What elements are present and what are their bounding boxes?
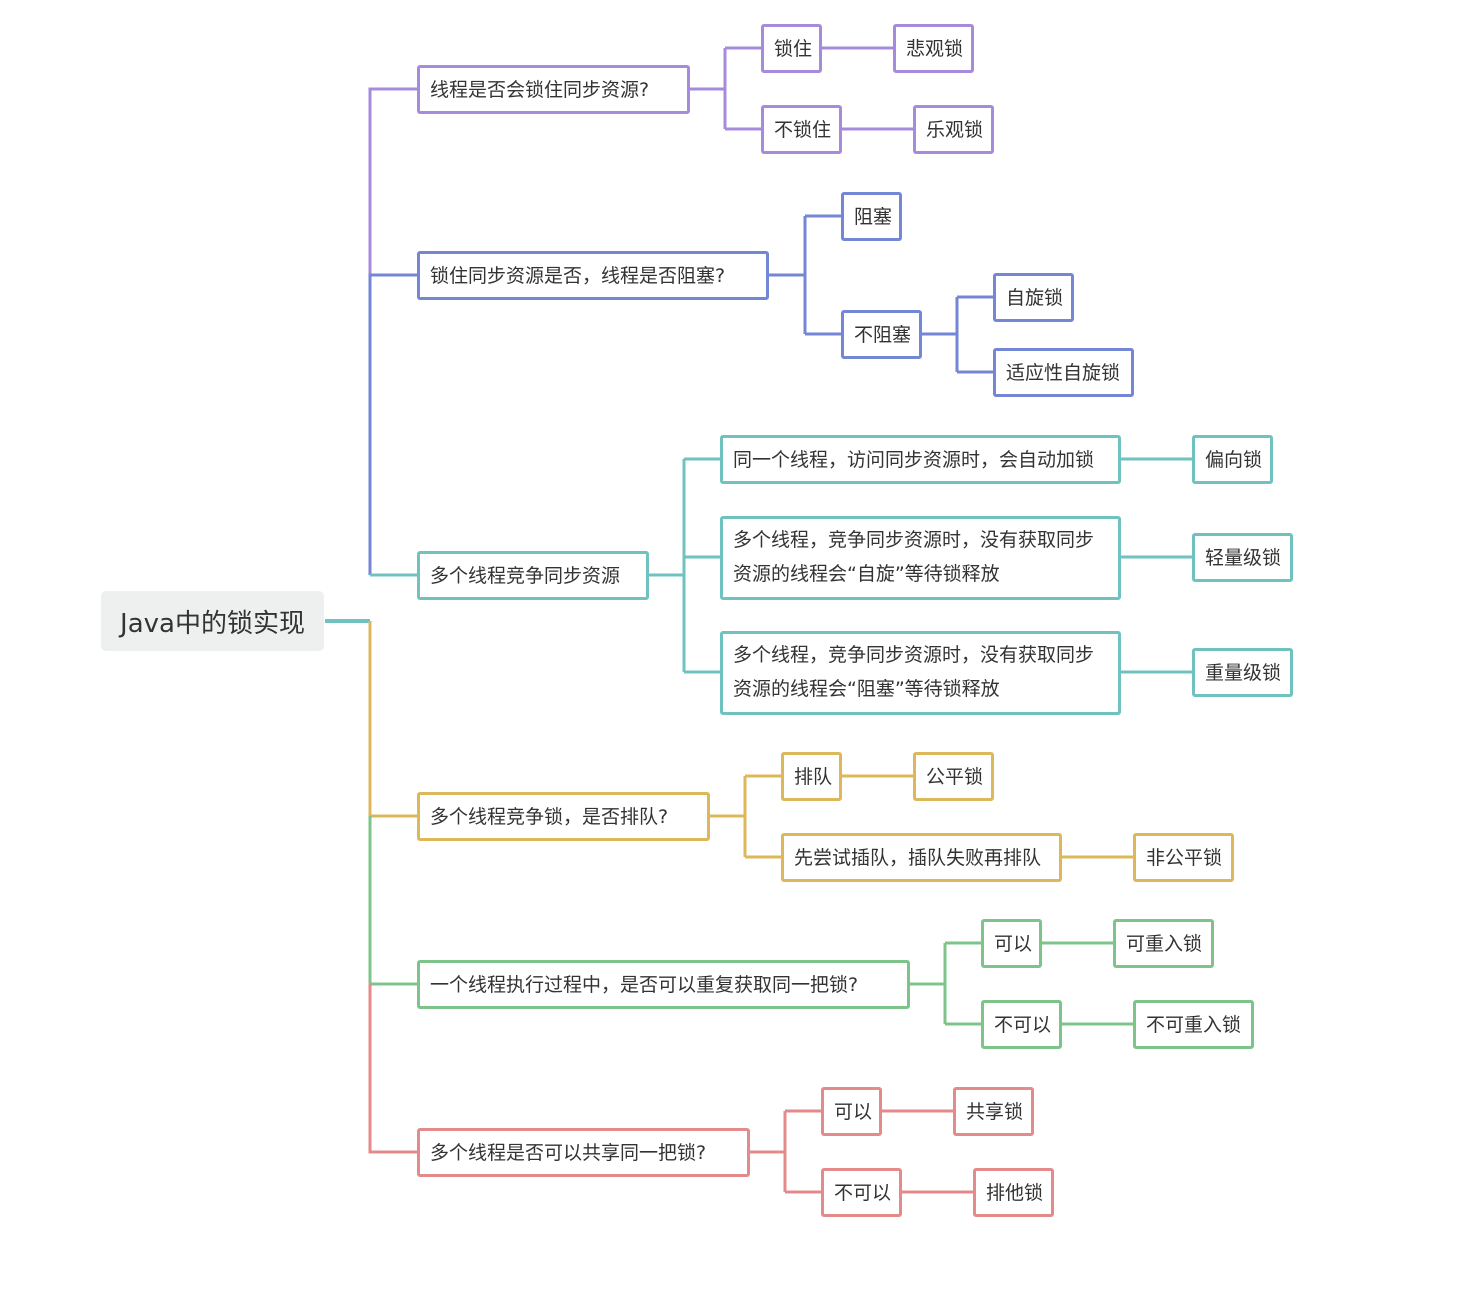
connector-spine-green [368, 816, 417, 986]
root-node[interactable]: Java中的锁实现 [101, 591, 324, 651]
child-node-not-blocked[interactable]: 不阻塞 [841, 310, 922, 359]
child-node-same-thread[interactable]: 同一个线程，访问同步资源时，会自动加锁 [720, 435, 1121, 484]
child-node-lock[interactable]: 锁住 [761, 24, 822, 73]
leaf-node-non-reentrant-lock[interactable]: 不可重入锁 [1133, 1000, 1254, 1049]
child-node-can-share[interactable]: 可以 [821, 1087, 882, 1136]
leaf-node-heavyweight-lock[interactable]: 重量级锁 [1192, 648, 1293, 697]
child-node-spin-wait[interactable]: 多个线程，竞争同步资源时，没有获取同步资源的线程会“自旋”等待锁释放 [720, 516, 1121, 600]
branch-node-contention[interactable]: 多个线程竞争同步资源 [417, 551, 649, 600]
branch-node-lock-resource[interactable]: 线程是否会锁住同步资源? [417, 65, 690, 114]
leaf-node-biased-lock[interactable]: 偏向锁 [1192, 435, 1273, 484]
branch-node-queueing[interactable]: 多个线程竞争锁，是否排队? [417, 792, 710, 841]
leaf-node-exclusive-lock[interactable]: 排他锁 [973, 1168, 1054, 1217]
connector-spine-gold [368, 621, 417, 818]
leaf-node-unfair-lock[interactable]: 非公平锁 [1133, 833, 1234, 882]
leaf-node-pessimistic-lock[interactable]: 悲观锁 [893, 24, 974, 73]
child-node-try-cut-in[interactable]: 先尝试插队，插队失败再排队 [781, 833, 1062, 882]
child-node-queue[interactable]: 排队 [781, 752, 842, 801]
branch-node-blocking[interactable]: 锁住同步资源是否，线程是否阻塞? [417, 251, 769, 300]
leaf-node-adaptive-spin-lock[interactable]: 适应性自旋锁 [993, 348, 1134, 397]
leaf-node-fair-lock[interactable]: 公平锁 [913, 752, 994, 801]
connector-spine-purple [368, 87, 417, 275]
child-node-cannot[interactable]: 不可以 [981, 1000, 1062, 1049]
child-node-no-lock[interactable]: 不锁住 [761, 105, 842, 154]
child-node-cannot-share[interactable]: 不可以 [821, 1168, 902, 1217]
leaf-node-optimistic-lock[interactable]: 乐观锁 [913, 105, 994, 154]
connector-spine-red [368, 984, 417, 1154]
child-node-blocked[interactable]: 阻塞 [841, 192, 902, 241]
leaf-node-lightweight-lock[interactable]: 轻量级锁 [1192, 533, 1293, 582]
leaf-node-shared-lock[interactable]: 共享锁 [953, 1087, 1034, 1136]
connector-spine-blue [368, 273, 417, 575]
child-node-can[interactable]: 可以 [981, 919, 1042, 968]
branch-node-sharing[interactable]: 多个线程是否可以共享同一把锁? [417, 1128, 750, 1177]
leaf-node-spin-lock[interactable]: 自旋锁 [993, 273, 1074, 322]
child-node-block-wait[interactable]: 多个线程，竞争同步资源时，没有获取同步资源的线程会“阻塞”等待锁释放 [720, 631, 1121, 715]
branch-node-reentrant[interactable]: 一个线程执行过程中，是否可以重复获取同一把锁? [417, 960, 910, 1009]
leaf-node-reentrant-lock[interactable]: 可重入锁 [1113, 919, 1214, 968]
